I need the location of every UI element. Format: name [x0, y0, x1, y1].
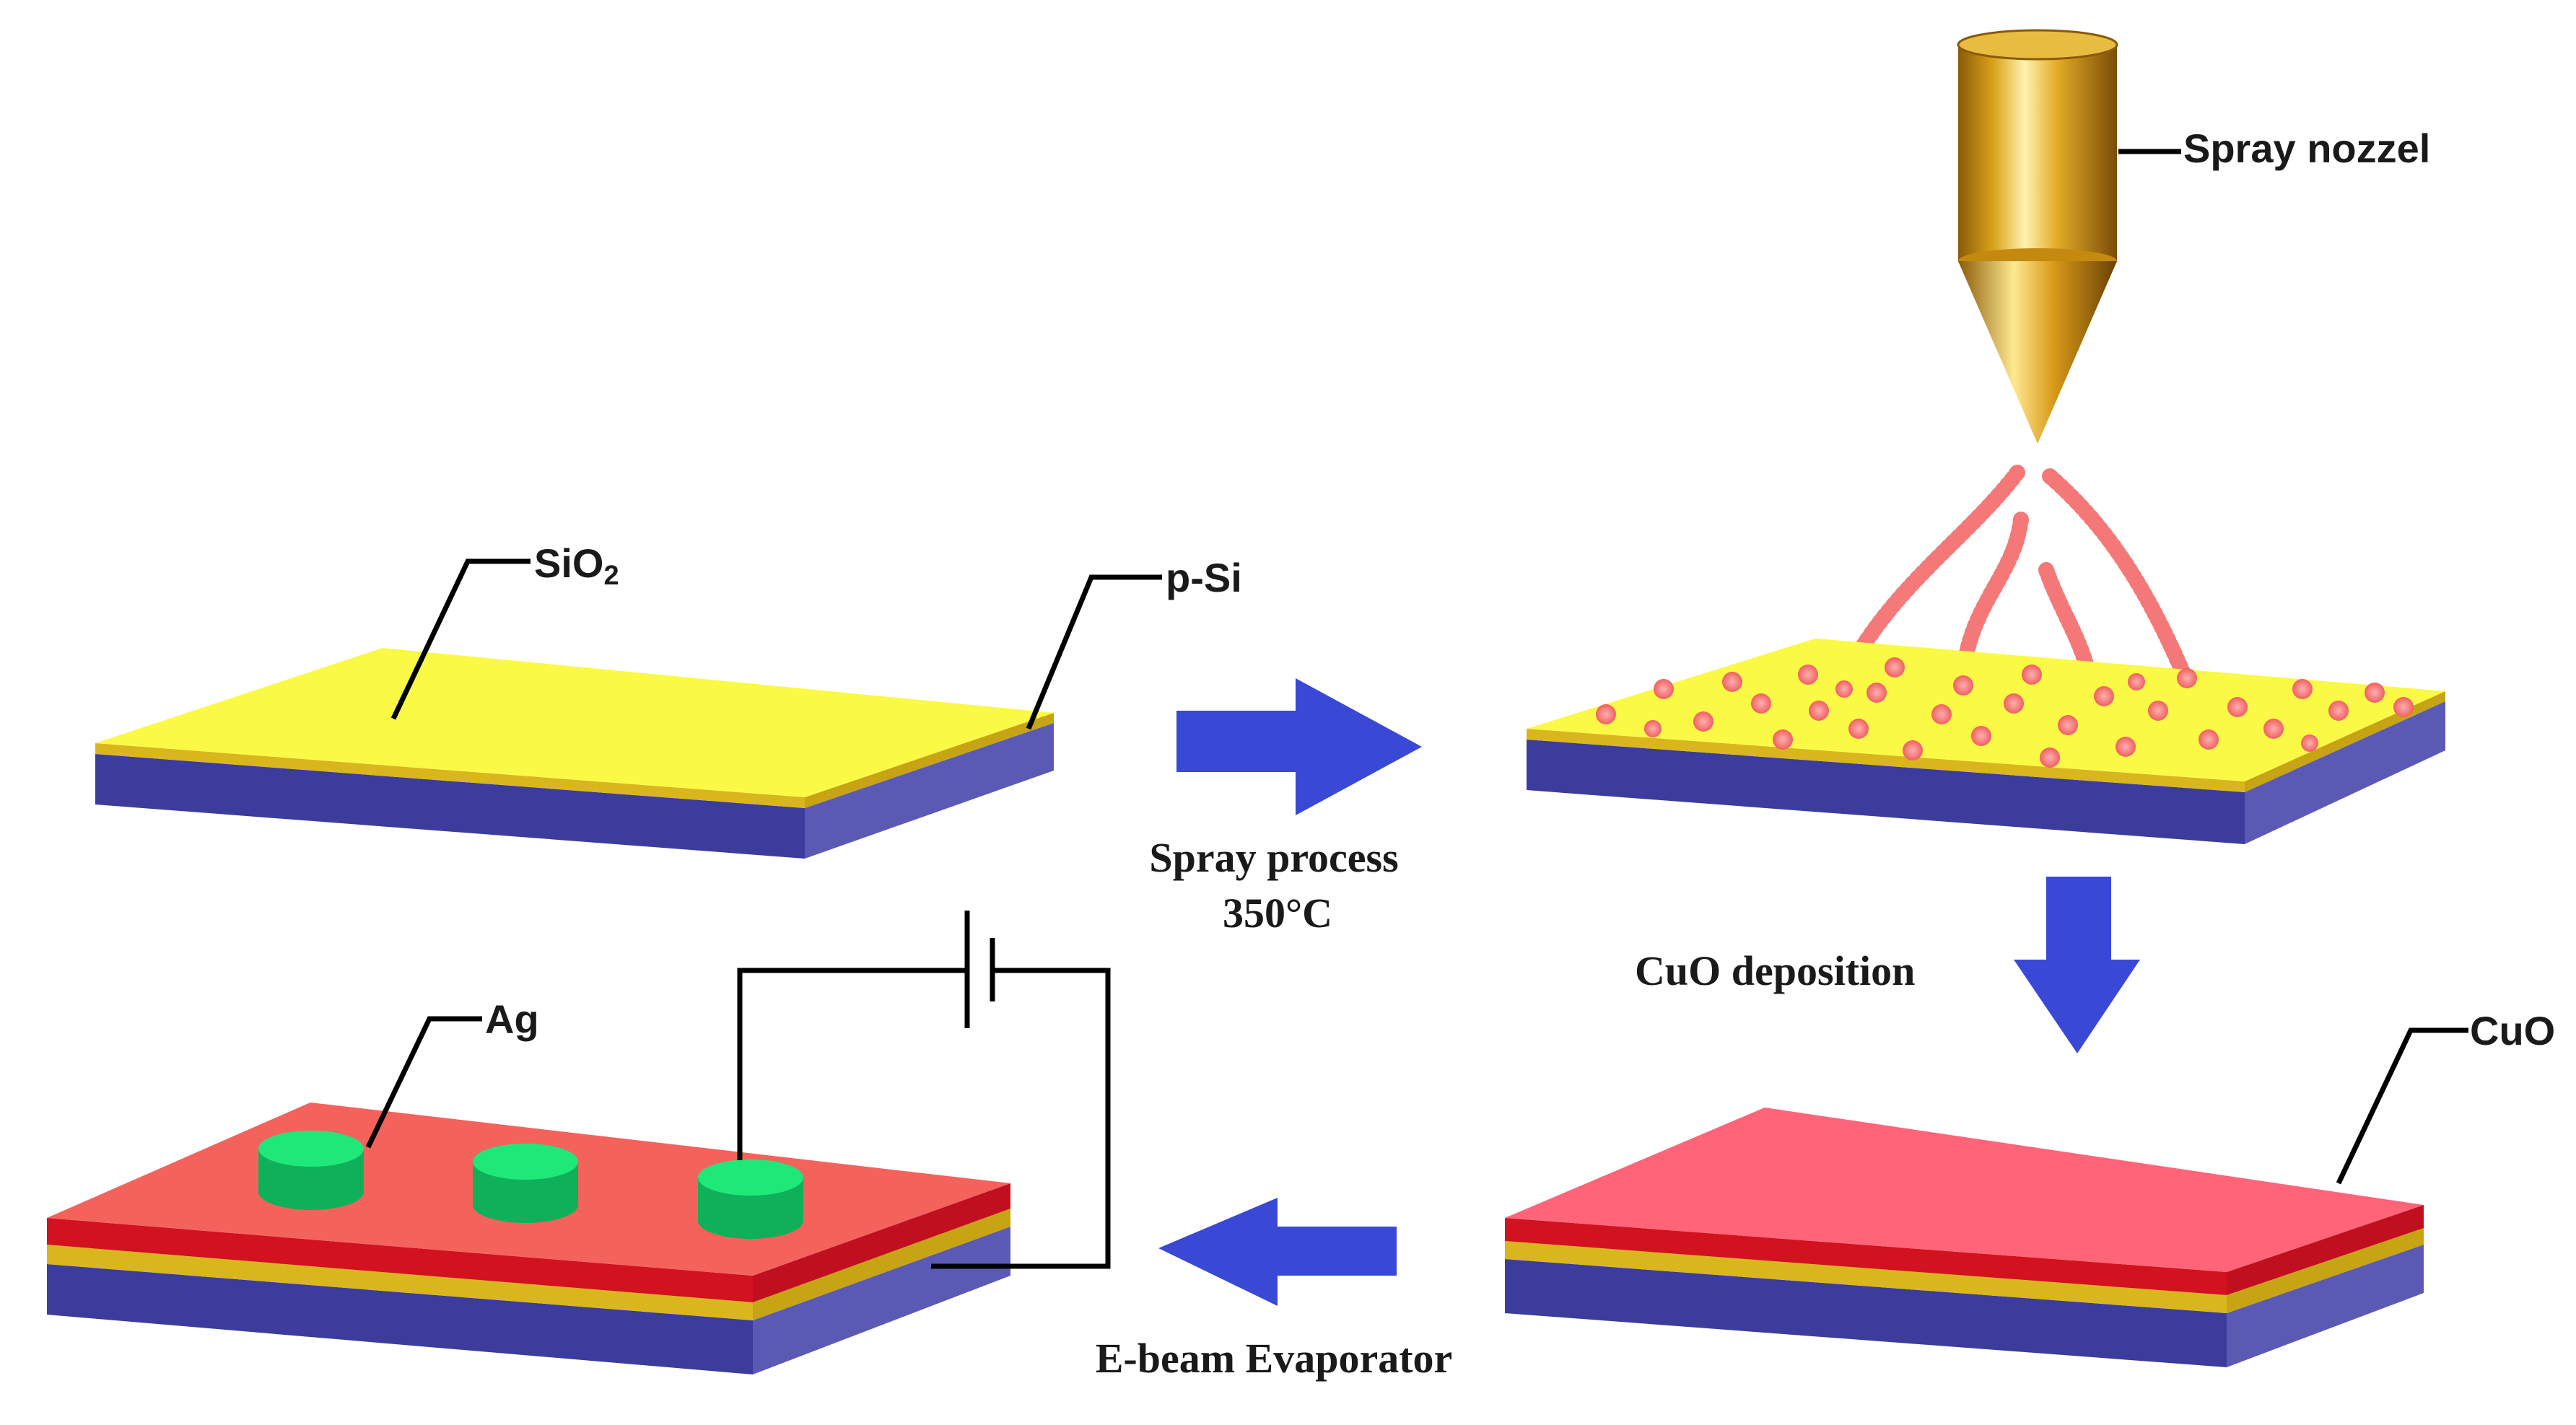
arrow-right [1176, 678, 1422, 815]
ag-cuo-front-face [47, 1218, 753, 1302]
droplet [2040, 747, 2060, 768]
droplet [2058, 715, 2078, 735]
droplet [2365, 683, 2385, 703]
psi-leader-line [1026, 574, 1162, 730]
spray-stream-2 [1955, 512, 2029, 683]
sio2-side-edge [805, 713, 1054, 808]
droplet [2199, 729, 2219, 750]
spray-temperature-label: 350°C [1223, 890, 1332, 937]
spray-stream-4 [2042, 468, 2202, 708]
cuo-layer-top-face [1505, 1108, 2424, 1272]
nozzle-cone [1958, 261, 2117, 444]
droplet [2301, 735, 2318, 752]
droplet [2094, 686, 2114, 706]
droplet [2148, 701, 2168, 721]
droplet [2263, 719, 2284, 739]
cuo-leader-line [2336, 1027, 2468, 1185]
ag-contact-top [258, 1131, 364, 1167]
droplet [1931, 704, 1952, 724]
psi-label: p-Si [1166, 555, 1242, 600]
wafer-sio2-psi [95, 648, 1054, 859]
droplet [2328, 701, 2349, 721]
cuo-deposition-label: CuO deposition [1635, 947, 1915, 994]
spray-nozzel-label: Spray nozzel [2183, 126, 2430, 171]
ag-contact-top [473, 1144, 578, 1180]
wafer-ag [47, 1102, 1010, 1374]
psi-front-face [95, 754, 805, 859]
droplet [2227, 697, 2248, 717]
deposited-droplets [1596, 657, 2414, 768]
spray-psi-side-face [2245, 701, 2445, 844]
droplet [1751, 693, 1771, 714]
droplet [2116, 737, 2136, 757]
droplet [1953, 675, 1973, 696]
sio2-leader-line [390, 558, 531, 720]
droplet [2177, 668, 2197, 688]
ag-sio2-front-face [47, 1245, 753, 1320]
spray-psi-front-face [1527, 740, 2245, 844]
sio2-top-face [95, 648, 1054, 797]
cuo-layer-front-face [1505, 1218, 2227, 1295]
droplet [1903, 740, 1923, 760]
droplet [1866, 683, 1887, 703]
spray-sio2-side-edge [2245, 691, 2445, 792]
ag-sio2-side-face [753, 1209, 1010, 1320]
droplet [1809, 701, 1829, 721]
sio2-front-edge [95, 743, 805, 808]
spray-nozzle [1957, 29, 2118, 444]
ag-cuo-side-face [753, 1183, 1010, 1302]
ag-label: Ag [485, 996, 539, 1042]
ag-contact-3 [698, 1159, 803, 1239]
ag-leader-line [365, 1016, 482, 1149]
sio2-label-subscript: 2 [603, 561, 619, 591]
droplet [1971, 726, 1991, 746]
droplet [1798, 665, 1818, 685]
wafer-cuo [1505, 1108, 2424, 1367]
droplet [1596, 704, 1616, 724]
cuo-sio2-front-face [1505, 1241, 2227, 1313]
sio2-label-main: SiO [534, 540, 603, 586]
arrow-left [1158, 1198, 1397, 1306]
ag-psi-front-face [47, 1264, 753, 1374]
droplet [2128, 673, 2145, 690]
droplet [1722, 672, 1742, 692]
circuit-wire-left [737, 968, 967, 1160]
droplet [2004, 693, 2024, 714]
spray-process-label: Spray process [1149, 834, 1398, 881]
spray-sio2-front-edge [1527, 729, 2245, 792]
droplet [1654, 679, 1674, 699]
droplet [1848, 719, 1869, 739]
cuo-layer-side-face [2227, 1205, 2424, 1295]
cuo-psi-side-face [2227, 1245, 2424, 1367]
droplet [1885, 657, 1905, 678]
psi-side-face [805, 723, 1054, 859]
droplet [1773, 729, 1793, 750]
droplet [2022, 665, 2042, 685]
droplet [1835, 680, 1853, 698]
cuo-sio2-side-face [2227, 1228, 2424, 1313]
droplet [2393, 697, 2414, 717]
nozzle-body [1958, 45, 2117, 261]
arrow-down [2014, 877, 2140, 1053]
droplet [2292, 679, 2313, 699]
nozzle-top-cap [1957, 29, 2118, 61]
ag-psi-side-face [753, 1227, 1010, 1374]
ebeam-evaporator-label: E-beam Evaporator [1096, 1335, 1453, 1382]
ag-contact-1 [258, 1131, 364, 1210]
droplet [1693, 711, 1713, 732]
sio2-label: SiO2 [534, 540, 619, 591]
spray-stream-1 [1851, 465, 2025, 661]
droplet [1644, 720, 1662, 737]
measurement-circuit [737, 911, 1111, 1269]
ag-contact-top [698, 1159, 803, 1196]
cuo-psi-front-face [1505, 1259, 2227, 1367]
circuit-wire-right [931, 968, 1111, 1269]
cuo-label: CuO [2470, 1008, 2555, 1053]
ag-contact-2 [473, 1144, 578, 1223]
